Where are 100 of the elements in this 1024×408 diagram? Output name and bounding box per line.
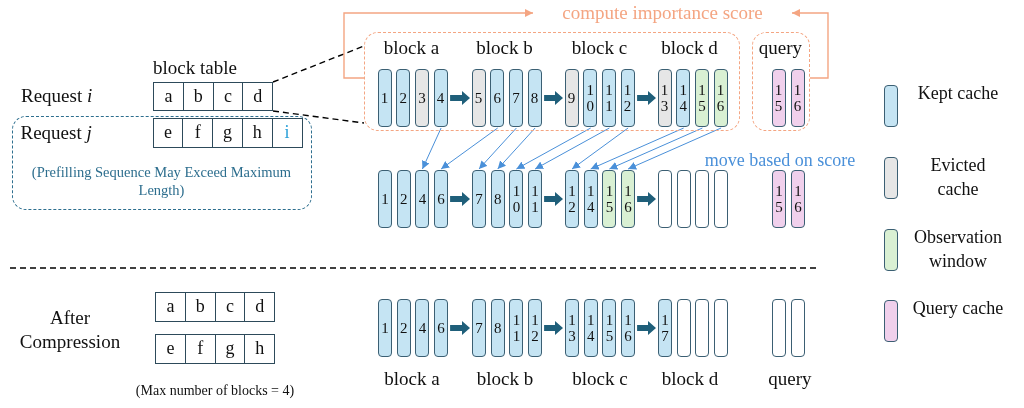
move-arrow	[608, 127, 703, 170]
move-arrow	[478, 127, 517, 170]
cache-block: 12	[528, 299, 543, 357]
empty-cache-slot	[695, 170, 710, 228]
loop-arrow	[791, 9, 829, 79]
cache-block: 2	[396, 68, 411, 127]
empty-cache-slot	[658, 170, 672, 228]
move-arrow	[515, 127, 592, 170]
block-heading: block b	[475, 35, 534, 60]
table-cell: b	[184, 293, 215, 321]
chevron-arrow	[544, 321, 563, 335]
chevron-arrow	[450, 321, 470, 335]
cache-block: 9	[564, 68, 579, 127]
block-table-row	[155, 292, 275, 322]
block-heading: query	[757, 35, 804, 60]
cache-block: 17	[658, 299, 672, 357]
cache-block: 8	[527, 68, 542, 127]
chevron-arrow	[637, 192, 656, 206]
block-heading: block a	[382, 35, 441, 60]
move-arrow	[440, 127, 499, 170]
zoom-line	[272, 110, 365, 124]
empty-cache-slot	[714, 170, 729, 228]
empty-cache-slot	[791, 299, 805, 357]
cache-block: 15	[771, 68, 786, 127]
legend-label: Query cache	[911, 297, 1005, 320]
cache-block: 4	[415, 170, 430, 228]
block-caption: block d	[660, 367, 720, 391]
chevron-arrow	[544, 91, 563, 105]
cache-block: 11	[528, 170, 543, 228]
empty-cache-slot	[676, 299, 691, 357]
cache-block: 7	[472, 299, 486, 357]
block-caption: block c	[571, 367, 629, 391]
legend-label: Evicted cache	[929, 154, 987, 201]
chevron-arrow	[544, 192, 563, 206]
move-arrow	[497, 127, 536, 170]
cache-block: 16	[713, 68, 728, 127]
move-arrow	[534, 127, 610, 170]
block-table-row	[155, 334, 275, 364]
cache-block: 16	[621, 170, 636, 228]
table-cell: f	[182, 118, 213, 147]
cache-block: 15	[694, 68, 709, 127]
dashed-group-box	[752, 32, 810, 131]
cache-block: 14	[676, 68, 691, 127]
cache-block: 16	[621, 299, 636, 357]
cache-block: 7	[472, 170, 486, 228]
cache-block: 7	[508, 68, 523, 127]
section-label: After Compression	[18, 306, 122, 354]
heading-text: block table	[152, 56, 238, 80]
cache-block: 6	[434, 299, 449, 357]
move-arrow	[571, 127, 629, 170]
chevron-arrow	[637, 91, 656, 105]
cache-block: 8	[490, 170, 505, 228]
note-text: (Prefilling Sequence May Exceed Maximum Length)	[30, 162, 293, 199]
cache-block: 11	[601, 68, 616, 127]
chevron-arrow	[450, 91, 470, 105]
loop-arrow	[343, 9, 534, 79]
chevron-arrow	[450, 192, 470, 206]
table-cell: c	[214, 293, 245, 321]
cache-block: 5	[471, 68, 486, 127]
annotation-text: compute importance score	[535, 1, 790, 25]
cache-block: 10	[509, 170, 524, 228]
dashed-group-box	[12, 116, 312, 210]
table-cell: d	[242, 83, 272, 110]
cache-block: 3	[414, 68, 429, 127]
cache-block: 6	[490, 68, 505, 127]
block-heading: block c	[570, 35, 629, 60]
cache-block: 15	[772, 170, 786, 228]
legend-label: Observation window	[913, 226, 1003, 273]
empty-cache-slot	[695, 299, 710, 357]
legend-label: Kept cache	[916, 82, 1000, 105]
table-cell: i	[271, 118, 302, 147]
cache-block: 1	[377, 68, 392, 127]
footnote-text: (Max number of blocks = 4)	[134, 382, 296, 400]
table-cell: g	[212, 118, 242, 147]
table-cell: h	[244, 335, 274, 363]
request-label: Request i	[21, 85, 93, 107]
table-cell-text: a	[163, 85, 174, 108]
table-cell: h	[241, 118, 272, 147]
cache-block: 14	[583, 170, 598, 228]
empty-cache-slot	[772, 299, 786, 357]
block-caption: block b	[475, 367, 535, 391]
table-cell: c	[212, 83, 243, 110]
table-cell: g	[214, 335, 245, 363]
table-cell: b	[182, 83, 213, 110]
table-cell-text: a	[165, 295, 176, 318]
move-arrow	[590, 127, 685, 170]
cache-block: 2	[396, 299, 411, 357]
annotation-text: move based on score	[703, 149, 857, 172]
table-cell: d	[244, 293, 274, 321]
cache-block: 15	[602, 170, 617, 228]
cache-block: 4	[433, 68, 448, 127]
cache-block: 15	[602, 299, 617, 357]
block-caption: block a	[383, 367, 441, 391]
block-heading: block d	[660, 35, 719, 60]
cache-block: 12	[620, 68, 635, 127]
cache-block: 16	[790, 68, 805, 127]
table-cell: f	[184, 335, 215, 363]
table-cell-text: e	[165, 337, 176, 360]
dashed-group-box	[364, 32, 740, 131]
request-label: Request j	[20, 121, 92, 144]
